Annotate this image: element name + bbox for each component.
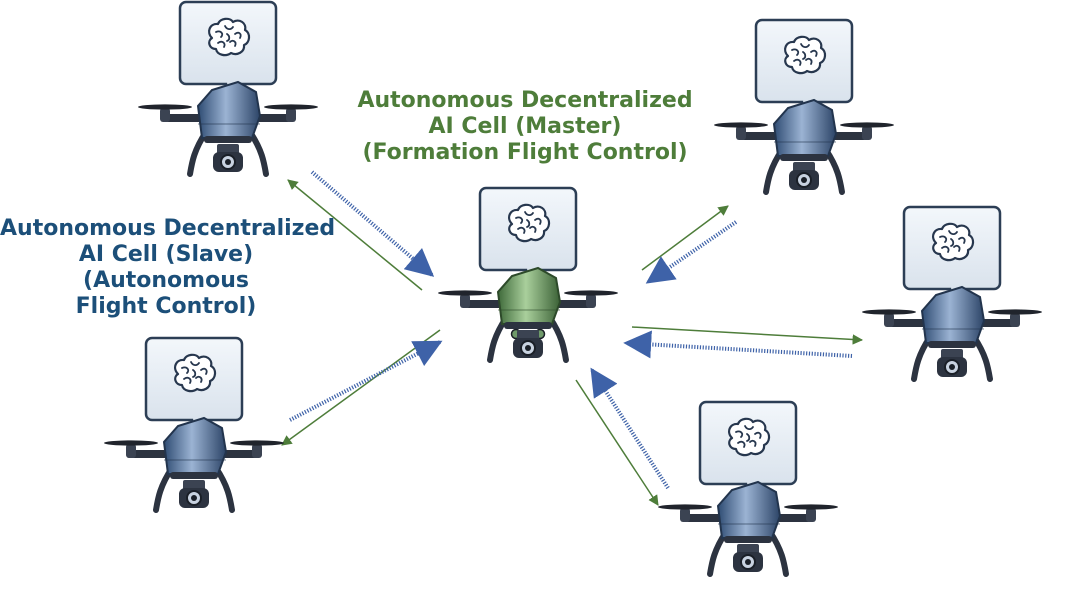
link-top-left [287,170,435,291]
slave-drone-bottom-left [104,338,284,510]
slave-drone-top-right [714,20,894,192]
link-bottom-right [575,367,670,506]
slave-label-line-2: AI Cell (Slave) [78,242,254,267]
master-label-line-2: AI Cell (Master) [428,114,622,139]
slave-drone-bottom-right [658,402,838,574]
master-drone [438,188,618,360]
slave-label-line-3: (Autonomous [83,268,249,293]
master-label-line-1: Autonomous Decentralized [357,88,693,113]
master-label-line-3: (Formation Flight Control) [362,140,688,165]
slave-cell-label: Autonomous Decentralized AI Cell (Slave)… [0,216,336,320]
slave-drone-right [862,207,1042,379]
link-bottom-left [281,329,443,446]
master-cell-label: Autonomous Decentralized AI Cell (Master… [345,88,705,166]
slave-label-line-4: Flight Control) [75,294,257,319]
slave-label-line-1: Autonomous Decentralized [0,216,336,241]
link-right [623,326,864,359]
link-top-right [641,205,738,284]
slave-drone-top-left [138,2,318,174]
